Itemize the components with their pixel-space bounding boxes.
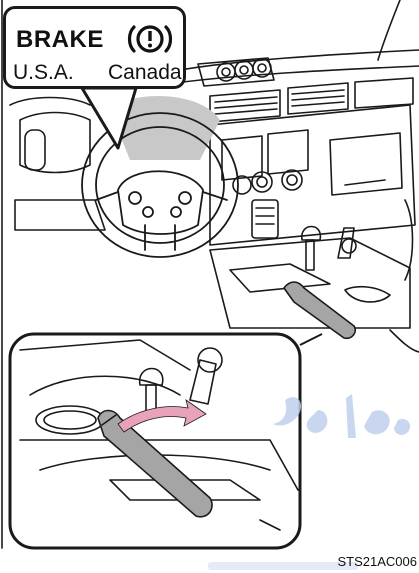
- brake-callout: BRAKE U.S.A. Canada: [3, 6, 186, 89]
- region-label-canada: Canada: [108, 61, 182, 85]
- brake-label: BRAKE: [16, 26, 104, 54]
- figure-code: STS21AC006: [338, 554, 418, 569]
- brake-warning-icon: [124, 19, 176, 59]
- region-label-usa: U.S.A.: [13, 61, 74, 85]
